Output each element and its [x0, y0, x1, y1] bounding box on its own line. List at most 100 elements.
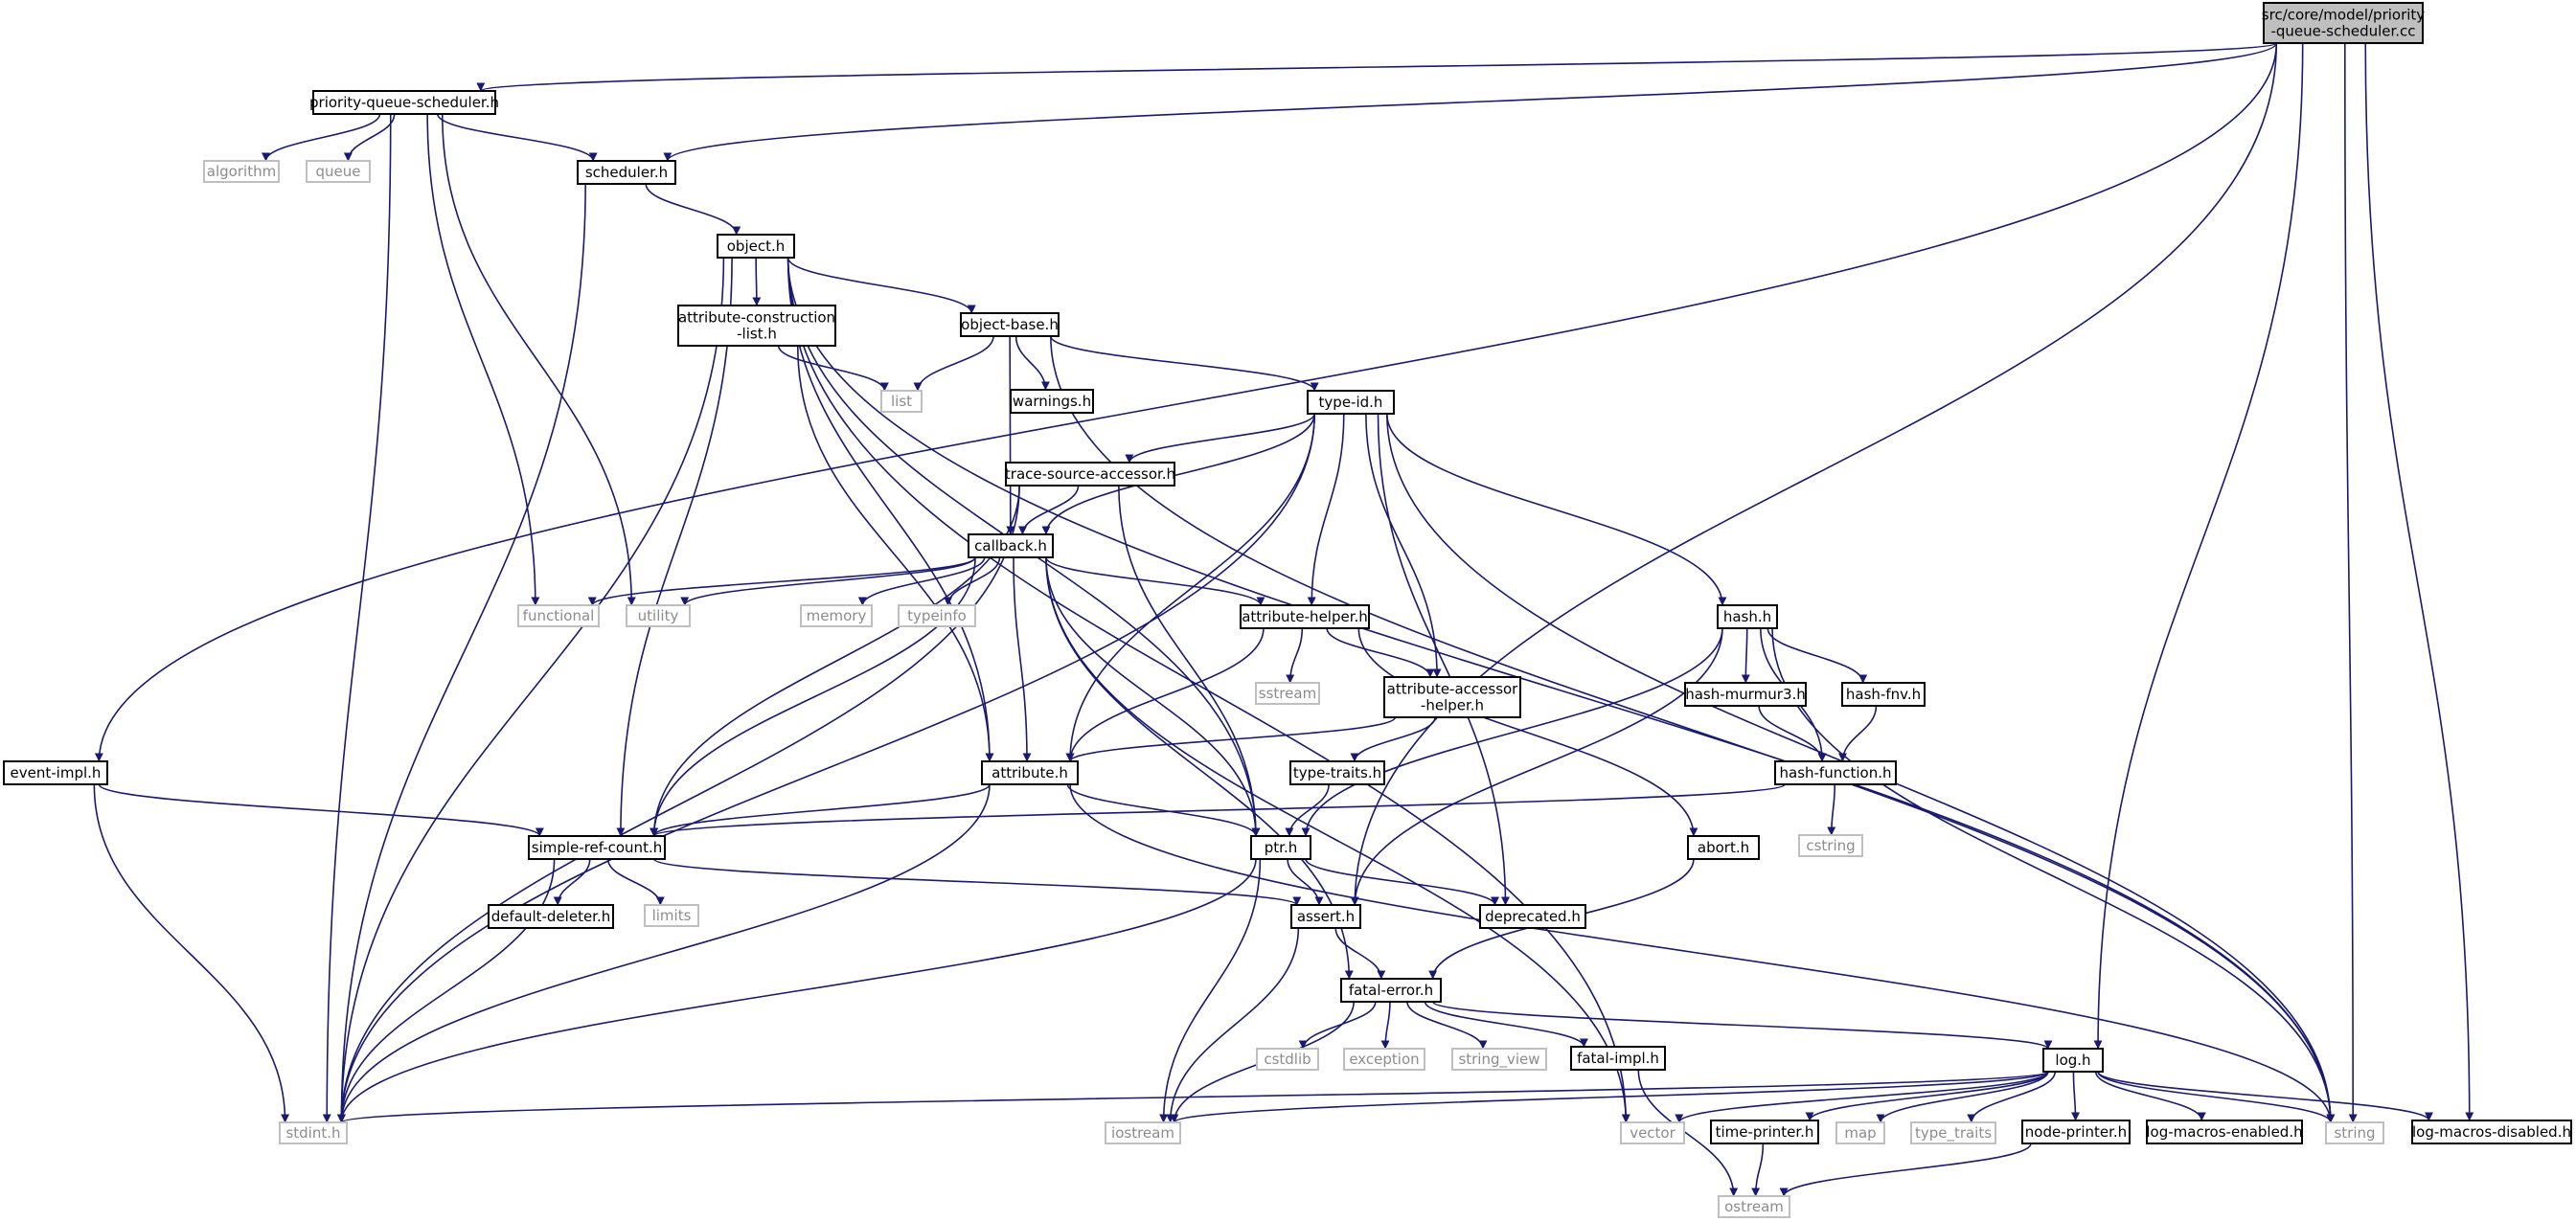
node-root[interactable]: src/core/model/priority-queue-scheduler.…	[2262, 2, 2426, 44]
node-box	[1005, 462, 1175, 487]
nodes-layer: src/core/model/priority-queue-scheduler.…	[3, 2, 2572, 1218]
node-box	[1307, 390, 1395, 415]
node-defdel[interactable]: default-deleter.h	[488, 904, 614, 929]
node-tsa[interactable]: trace-source-accessor.h	[1005, 462, 1175, 487]
node-nodeprinter[interactable]: node-printer.h	[2021, 1120, 2131, 1144]
node-label: limits	[652, 907, 692, 924]
include-edge	[1876, 1071, 2049, 1123]
node-objbase[interactable]: object-base.h	[960, 312, 1060, 337]
node-box	[1255, 682, 1320, 705]
node-typeid[interactable]: type-id.h	[1307, 390, 1395, 415]
include-edge	[752, 257, 762, 306]
node-box	[1343, 1048, 1425, 1071]
node-hashfn[interactable]: hash-function.h	[1774, 760, 1897, 785]
include-edge	[1286, 627, 1304, 684]
node-timeprinter[interactable]: time-printer.h	[1710, 1120, 1819, 1144]
node-label: object.h	[727, 238, 786, 255]
node-box	[2042, 1048, 2104, 1073]
node-sstream: sstream	[1255, 682, 1320, 705]
node-box	[488, 904, 614, 929]
include-edge	[553, 858, 591, 906]
node-attrhelper[interactable]: attribute-helper.h	[1240, 604, 1370, 629]
node-object[interactable]: object.h	[717, 234, 795, 259]
include-edge	[336, 783, 991, 1123]
node-callback[interactable]: callback.h	[968, 533, 1054, 558]
include-edge	[1118, 485, 1261, 837]
include-edge	[796, 345, 994, 762]
include-edge	[437, 113, 598, 162]
include-edge	[1065, 716, 1397, 762]
node-hash[interactable]: hash.h	[1717, 604, 1778, 629]
node-utility: utility	[626, 604, 691, 627]
include-edge	[650, 783, 991, 837]
node-string: string	[2325, 1121, 2384, 1144]
include-edge	[606, 858, 665, 906]
node-label: hash-murmur3.h	[1685, 686, 1806, 703]
node-label: src/core/model/priority-queue-scheduler.…	[2262, 7, 2426, 40]
include-edge	[1014, 335, 1050, 391]
node-label: stdint.h	[285, 1124, 340, 1142]
include-edge	[336, 858, 556, 1123]
node-ptr[interactable]: ptr.h	[1250, 835, 1311, 860]
node-eventimpl[interactable]: event-impl.h	[3, 760, 108, 785]
node-map: map	[1835, 1121, 1885, 1144]
node-assert[interactable]: assert.h	[1290, 904, 1361, 929]
include-edge	[336, 183, 586, 1123]
include-edge	[1041, 413, 1315, 535]
node-abort[interactable]: abort.h	[1687, 835, 1760, 860]
include-edge	[2364, 42, 2474, 1121]
include-edge	[1380, 1001, 1391, 1050]
node-attrcons[interactable]: attribute-construction-list.h	[677, 305, 836, 347]
node-fatalimpl[interactable]: fatal-impl.h	[1570, 1046, 1666, 1071]
node-fatal[interactable]: fatal-error.h	[1340, 978, 1442, 1003]
include-edge	[1170, 1071, 2049, 1123]
node-box	[2021, 1120, 2131, 1144]
include-edge	[1159, 858, 1262, 1123]
include-edge	[2097, 1071, 2336, 1123]
node-label: algorithm	[207, 163, 276, 180]
node-box	[1250, 835, 1311, 860]
include-edge	[1006, 335, 1015, 535]
include-edge	[426, 113, 540, 606]
node-deprecated[interactable]: deprecated.h	[1479, 904, 1586, 929]
node-label: type-id.h	[1319, 394, 1383, 411]
include-edge	[1805, 1071, 2049, 1121]
include-edge	[650, 783, 1786, 837]
include-edge	[1065, 413, 1315, 762]
include-edge	[1350, 627, 1723, 906]
node-vector: vector	[1620, 1121, 1685, 1144]
include-edge	[857, 556, 986, 606]
node-log[interactable]: log.h	[2042, 1048, 2104, 1073]
node-aah[interactable]: attribute-accessor-helper.h	[1383, 676, 1521, 718]
include-edge	[1285, 783, 1330, 837]
node-warnings[interactable]: warnings.h	[1010, 389, 1094, 414]
node-label: attribute-construction-list.h	[678, 309, 835, 343]
include-edge	[336, 413, 1315, 1123]
node-label: hash-function.h	[1780, 764, 1892, 781]
include-edge	[1301, 627, 1723, 837]
node-box	[203, 160, 280, 183]
include-edge	[1334, 927, 1386, 980]
node-scheduler[interactable]: scheduler.h	[577, 160, 676, 185]
node-lmd[interactable]: log-macros-disabled.h	[2411, 1120, 2572, 1144]
node-label: cstdlib	[1264, 1051, 1311, 1068]
node-attribute[interactable]: attribute.h	[981, 760, 1079, 785]
node-limits: limits	[644, 904, 699, 927]
node-box	[1798, 834, 1863, 857]
node-box	[800, 604, 873, 627]
node-label: list	[891, 393, 912, 410]
node-box	[626, 604, 691, 627]
node-murmur[interactable]: hash-murmur3.h	[1684, 682, 1807, 707]
node-label: node-printer.h	[2025, 1123, 2127, 1141]
node-lme[interactable]: log-macros-enabled.h	[2146, 1120, 2303, 1144]
include-edge	[2071, 1071, 2081, 1121]
node-pqs[interactable]: priority-queue-scheduler.h	[309, 90, 499, 115]
include-edge	[1751, 1143, 1765, 1197]
node-typetraitsh[interactable]: type-traits.h	[1289, 760, 1385, 785]
include-edge	[1045, 556, 1261, 837]
node-box	[1290, 904, 1361, 929]
node-src[interactable]: simple-ref-count.h	[528, 835, 666, 860]
node-label: ptr.h	[1265, 839, 1297, 856]
node-fnv[interactable]: hash-fnv.h	[1841, 682, 1926, 707]
